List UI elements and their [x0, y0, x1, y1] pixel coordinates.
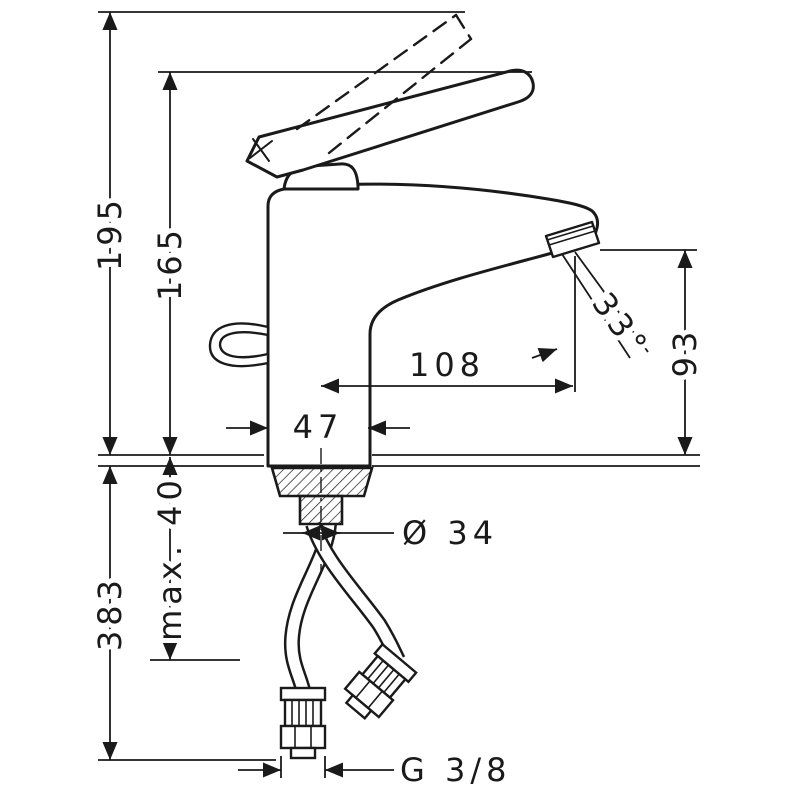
dim-label-g38: G 3/8: [400, 751, 511, 789]
dim-label-383: 383: [91, 575, 129, 651]
hose-connector-bottom: [279, 686, 327, 760]
hose-right: [307, 522, 403, 663]
dimension-lines: [102, 12, 693, 778]
dim-label-angle: 33°: [584, 285, 657, 365]
dim-label-195: 195: [91, 195, 129, 271]
dim-label-max40: max. 40: [151, 475, 189, 641]
lever-pivot-detail: [252, 138, 270, 162]
dim-label-93: 93: [666, 327, 704, 378]
lever-handle: [245, 68, 535, 179]
dim-label-47: 47: [293, 408, 344, 446]
supply-hoses: [279, 521, 418, 760]
aerator-detail: [548, 230, 596, 246]
faucet: [208, 68, 601, 760]
aerator: [544, 220, 601, 259]
dim-label-165: 165: [151, 225, 189, 301]
aerator-detail: [546, 225, 594, 241]
dim-label-diameter: Ø 34: [402, 514, 498, 552]
dim-label-108: 108: [409, 346, 485, 384]
stream-angle-annotation: [531, 251, 649, 363]
extension-lines: [98, 11, 700, 778]
hose-connector-angled: [343, 642, 418, 720]
popup-rod-hook: [208, 322, 270, 368]
mounting-seal: [270, 466, 374, 498]
